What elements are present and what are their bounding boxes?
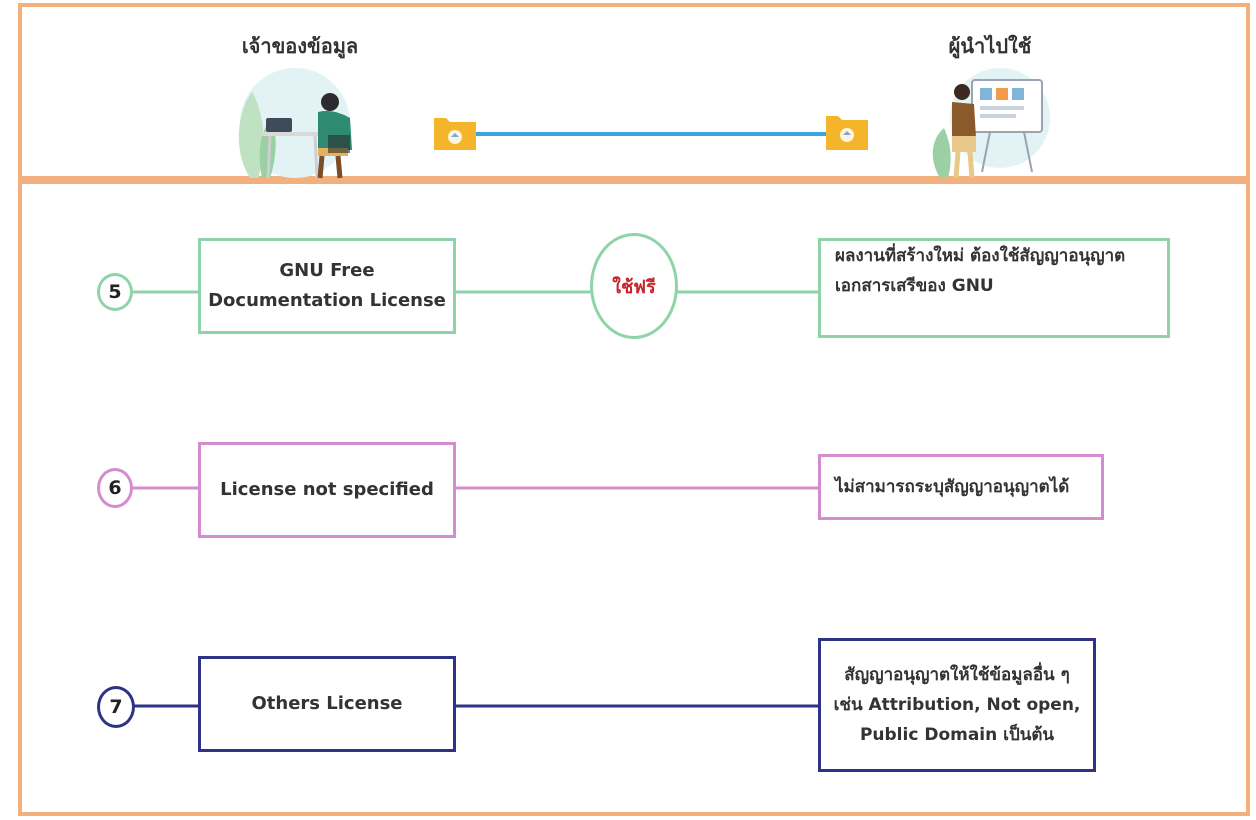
user-illustration-icon — [932, 68, 1050, 179]
folder-icon — [434, 118, 476, 150]
owner-illustration-icon — [238, 68, 352, 179]
description-line: เอกสารเสรีของ GNU — [835, 276, 994, 296]
license-description-7: สัญญาอนุญาตให้ใช้ข้อมูลอื่น ๆ เช่น Attri… — [818, 638, 1096, 772]
free-use-badge: ใช้ฟรี — [590, 233, 678, 339]
license-name-not-specified: License not specified — [198, 442, 456, 538]
folder-icon — [826, 116, 868, 150]
description-line: เช่น Attribution, Not open, — [833, 695, 1081, 715]
license-number-7: 7 — [97, 686, 135, 728]
license-name-others: Others License — [198, 656, 456, 752]
description-line: ผลงานที่สร้างใหม่ ต้องใช้สัญญาอนุญาต — [835, 246, 1126, 266]
header-illustrations — [238, 68, 1050, 179]
description-line: Public Domain เป็นต้น — [859, 725, 1055, 745]
description-line: สัญญาอนุญาตให้ใช้ข้อมูลอื่น ๆ — [844, 665, 1070, 685]
owner-title: เจ้าของข้อมูล — [241, 34, 359, 58]
license-name-line: GNU Free — [279, 260, 375, 281]
license-description-5: ผลงานที่สร้างใหม่ ต้องใช้สัญญาอนุญาต เอก… — [818, 238, 1170, 338]
license-frame — [18, 180, 1250, 816]
license-description-6: ไม่สามารถระบุสัญญาอนุญาตได้ — [818, 454, 1104, 520]
license-number-5: 5 — [97, 273, 133, 311]
license-number-6: 6 — [97, 468, 133, 508]
license-name-gnu-fdl: GNU Free Documentation License — [198, 238, 456, 334]
user-title: ผู้นำไปใช้ — [948, 34, 1032, 58]
header-frame — [18, 3, 1250, 180]
license-name-line: Documentation License — [208, 290, 446, 311]
